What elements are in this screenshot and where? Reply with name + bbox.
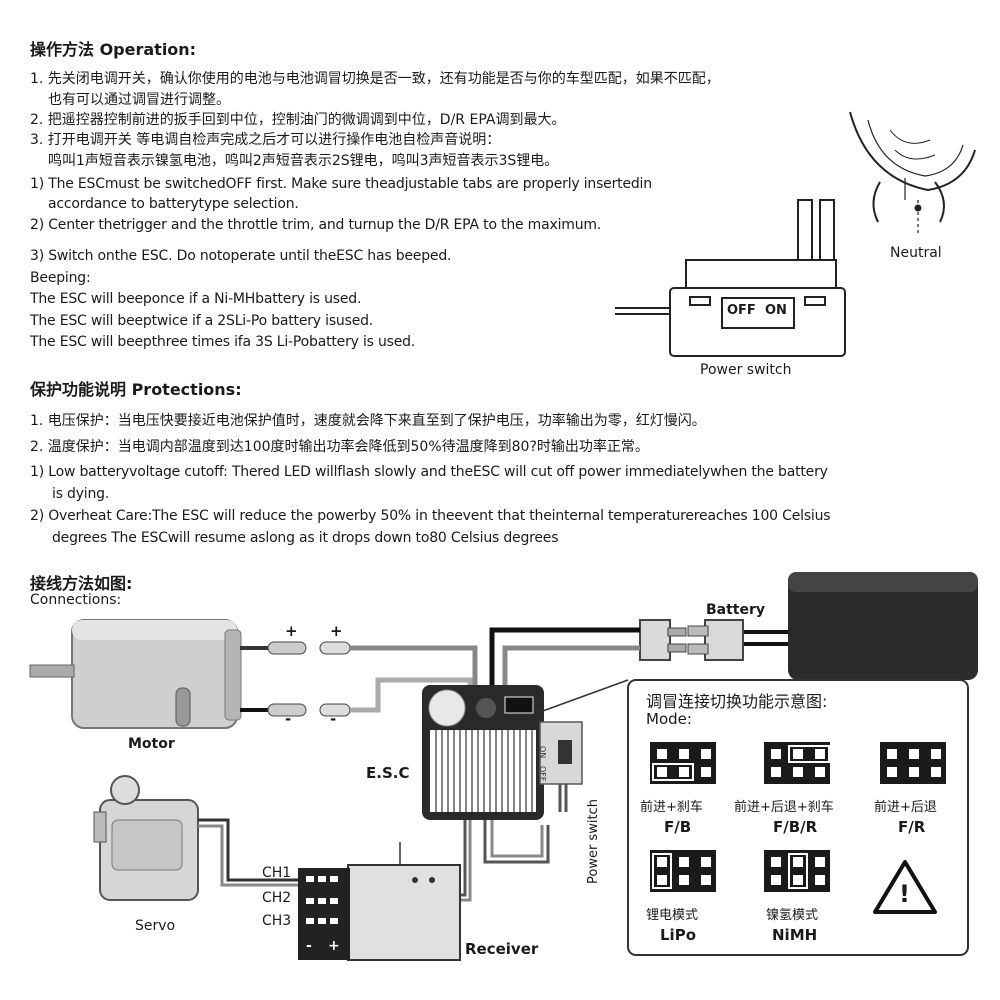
on-label: ON [765,303,787,318]
operation-en-line-6: The ESC will beeponce if a Ni-MHbattery … [30,291,362,307]
protections-en-line-1: 1) Low batteryvoltage cutoff: Thered LED… [30,464,828,480]
mode-fbr-cn: 前进+后退+刹车 [734,800,834,815]
mode-panel-title: 调冒连接切换功能示意图: [646,692,828,711]
mode-fb-cn: 前进+刹车 [640,800,703,815]
mode-nimh-cn: 镍氢模式 [766,908,819,923]
motor-minus-sign: - [285,710,292,728]
operation-cn-line-4: 3. 打开电调开关 等电调自检声完成之后才可以进行操作电池自检声音说明： [30,132,501,148]
motor-label: Motor [128,736,175,752]
operation-cn-line-2: 也有可以通过调冒进行调整。 [48,92,230,108]
esc-switch-drawing [539,721,583,812]
jumper-icons [650,742,946,892]
operation-title: 操作方法 Operation: [30,40,197,59]
warning-exclamation: ! [899,880,910,908]
receiver-label: Receiver [465,940,539,958]
operation-en-line-3: 2) Center thetrigger and the throttle tr… [30,217,602,233]
mode-fr-cn: 前进+后退 [874,800,937,815]
operation-en-line-2: accordance to batterytype selection. [48,196,299,212]
mode-panel-subtitle: Mode: [646,710,692,728]
motor-plus-sign: + [285,622,298,640]
protections-cn-line-1: 1. 电压保护：当电压快要接近电池保护值时，速度就会降下来直至到了保护电压，功率… [30,413,706,429]
operation-cn-line-5: 鸣叫1声短音表示镍氢电池，鸣叫2声短音表示2S锂电，鸣叫3声短音表示3S锂电。 [48,153,559,169]
mode-lipo-code: LiPo [660,926,696,944]
esc-minus-sign: - [330,710,337,728]
operation-en-line-4: 3) Switch onthe ESC. Do notoperate until… [30,248,452,264]
ch3-label: CH3 [262,913,292,929]
esc-drawing [422,685,544,820]
esc-switch-off-label: OFF [538,766,547,782]
operation-en-line-7: The ESC will beeptwice if a 2SLi-Po batt… [30,313,374,329]
protections-en-line-2: is dying. [52,486,110,502]
protections-title: 保护功能说明 Protections: [30,380,242,399]
mode-lipo-cn: 锂电模式 [646,908,699,923]
servo-label: Servo [135,918,176,934]
operation-en-line-5: Beeping: [30,270,91,286]
mode-nimh-code: NiMH [772,926,818,944]
off-label: OFF [727,303,756,318]
connections-title-cn: 接线方法如图: [30,574,133,593]
connections-title-en: Connections: [30,592,122,608]
power-switch-label: Power switch [700,362,792,378]
ch2-label: CH2 [262,890,292,906]
receiver-drawing [298,842,461,961]
operation-en-line-1: 1) The ESCmust be switchedOFF first. Mak… [30,176,652,192]
operation-cn-line-3: 2. 把遥控器控制前进的扳手回到中位，控制油门的微调调到中位，D/R EPA调到… [30,112,566,128]
receiver-minus: - [306,938,312,954]
warning-triangle-icon [873,860,937,914]
neutral-label: Neutral [890,245,942,261]
battery-drawing [639,572,978,680]
protections-cn-line-2: 2. 温度保护：当电调内部温度到达100度时输出功率会降低到50%待温度降到80… [30,439,649,455]
esc-power-switch-label: Power switch [586,799,601,884]
protections-en-line-4: degrees The ESCwill resume aslong as it … [52,530,559,546]
operation-cn-line-1: 1. 先关闭电调开关，确认你使用的电池与电池调冒切换是否一致，还有功能是否与你的… [30,71,720,87]
power-switch-drawing [615,199,846,357]
operation-en-line-8: The ESC will beepthree times ifa 3S Li-P… [30,334,416,350]
ch1-label: CH1 [262,865,292,881]
esc-switch-on-label: ON [538,746,547,759]
mode-fbr-code: F/B/R [773,818,818,836]
receiver-plus: + [328,938,340,954]
esc-label: E.S.C [366,764,410,782]
motor-drawing [29,619,242,729]
servo-drawing [93,775,305,901]
esc-plus-sign: + [330,622,343,640]
mode-fr-code: F/R [898,818,926,836]
neutral-trigger-drawing [849,111,976,234]
mode-fb-code: F/B [664,818,692,836]
protections-en-line-3: 2) Overheat Care:The ESC will reduce the… [30,508,831,524]
battery-label: Battery [706,602,766,618]
